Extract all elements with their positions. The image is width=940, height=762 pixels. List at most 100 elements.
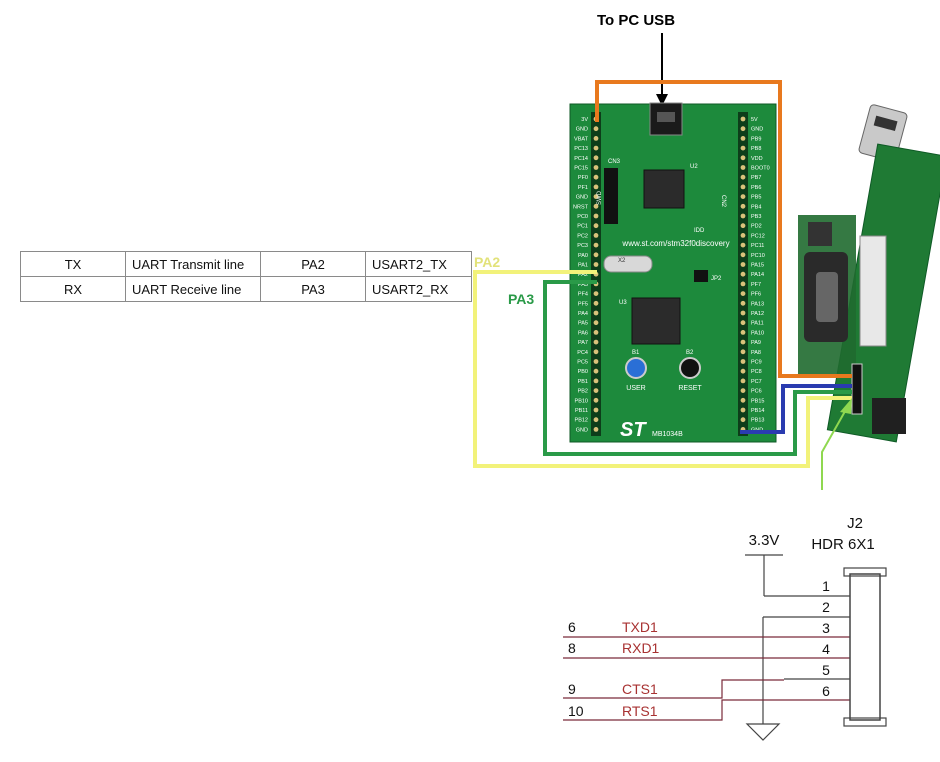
pin-label: PC5 — [577, 360, 588, 366]
pin-label: 3V — [581, 117, 588, 123]
pin-label: PC10 — [751, 253, 765, 259]
header-pin — [593, 203, 599, 209]
header-pin — [740, 388, 746, 393]
header-pin — [593, 233, 599, 238]
header-pin — [740, 203, 746, 209]
pin-number: 1 — [822, 578, 830, 594]
pin-label: PC7 — [751, 379, 762, 385]
header-pin — [593, 359, 599, 364]
pin-label: PB8 — [751, 146, 761, 152]
pin-label: PA10 — [751, 330, 764, 336]
pin-label: PC15 — [574, 166, 588, 172]
user-label: USER — [626, 385, 645, 392]
pin-label: PB3 — [751, 214, 761, 220]
header-pin — [593, 349, 599, 355]
callout-arrow-icon — [840, 398, 852, 414]
pin-label: PB6 — [751, 185, 761, 191]
pin-label: PA6 — [578, 330, 588, 336]
header-pin — [593, 252, 599, 258]
net-name: CTS1 — [622, 681, 658, 697]
pin-label: PF5 — [578, 301, 588, 307]
signal-function-cell: USART2_RX — [365, 276, 472, 302]
right-header-pins — [740, 116, 746, 432]
pin-label: PF0 — [578, 175, 588, 181]
pin-label: PF7 — [751, 282, 761, 288]
signal-description-cell: UART Transmit line — [125, 251, 261, 277]
left-pin-labels: 3VGNDVBATPC13PC14PC15PF0PF1GNDNRSTPC0PC1… — [573, 117, 589, 433]
pin-label: PA1 — [578, 263, 588, 269]
pin-label: PB4 — [751, 204, 761, 210]
net-name: TXD1 — [622, 619, 658, 635]
reset-button — [679, 357, 701, 379]
pin-label: PA3 — [578, 282, 588, 288]
pin-label: PA11 — [751, 321, 764, 327]
pin-label: PB9 — [751, 136, 761, 142]
jp2-jumper — [694, 270, 708, 282]
header-pin — [593, 174, 599, 180]
wire-gnd-blue — [740, 384, 852, 434]
pin-label: PA0 — [578, 253, 588, 259]
idd-label: IDD — [694, 228, 705, 234]
pin-number: 5 — [822, 662, 830, 678]
header-pin — [593, 194, 599, 200]
net-number: 10 — [568, 703, 584, 719]
header-pin — [740, 300, 746, 306]
header-pin — [593, 397, 599, 403]
header-pin — [740, 397, 746, 403]
stlink-chip — [643, 169, 685, 209]
header-pin — [593, 242, 599, 248]
pa2-wire-label: PA2 — [474, 254, 500, 270]
header-pin — [740, 417, 746, 423]
header-pin — [593, 155, 599, 161]
pin-label: PA8 — [751, 350, 761, 356]
crystal-x2 — [603, 255, 653, 273]
j2-header-module — [851, 363, 863, 415]
header-pin — [593, 213, 599, 219]
pin-label: PC4 — [577, 350, 588, 356]
connector-body — [849, 573, 881, 721]
signal-pin-cell: PA3 — [260, 276, 366, 302]
pin-label: BOOT0 — [751, 166, 770, 172]
wire-pa3-green — [543, 280, 852, 456]
u3-label: U3 — [619, 300, 627, 306]
header-pin — [593, 330, 599, 335]
pin-label: PC6 — [751, 389, 762, 395]
pin-label: PA12 — [751, 311, 764, 317]
signal-function-cell: USART2_TX — [365, 251, 472, 277]
signal-name-cell: TX — [20, 251, 126, 277]
pin-label: PA15 — [751, 263, 764, 269]
uart-signal-table: TX UART Transmit line PA2 USART2_TX RX U… — [20, 251, 472, 302]
pin-label: PC9 — [751, 360, 762, 366]
header-pin — [593, 184, 599, 190]
pin-label: VDD — [751, 156, 763, 162]
main-mcu-chip — [631, 297, 681, 345]
wires — [473, 80, 852, 520]
header-pin — [740, 242, 746, 248]
pin-label: PB12 — [575, 418, 588, 424]
jp2-label: JP2 — [711, 276, 722, 282]
header-pin — [593, 126, 599, 132]
header-pin — [593, 388, 599, 393]
net-name: RXD1 — [622, 640, 660, 656]
header-pin — [593, 223, 599, 229]
net-name: RTS1 — [622, 703, 658, 719]
header-ref: J2 — [847, 515, 863, 532]
pin-number: 3 — [822, 620, 830, 636]
header-pin — [740, 349, 746, 355]
pin-number: 6 — [822, 683, 830, 699]
pin-label: PC11 — [751, 243, 764, 249]
pin-label: VBAT — [574, 136, 589, 142]
header-pin — [740, 116, 746, 122]
header-pin — [740, 320, 746, 326]
pin-number: 4 — [822, 641, 830, 657]
header-pin — [740, 233, 746, 238]
pin-label: PC12 — [751, 233, 765, 239]
header-pin — [740, 174, 746, 180]
header-pin — [593, 291, 599, 296]
net-number: 9 — [568, 681, 576, 697]
header-pin — [740, 339, 746, 345]
